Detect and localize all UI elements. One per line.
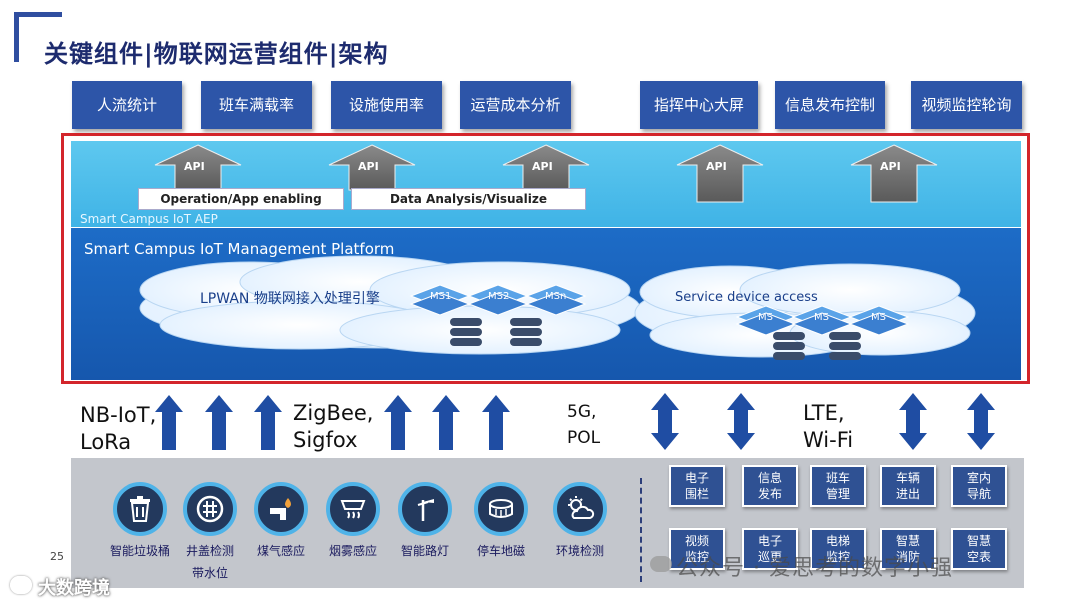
service-box-vehicle-access: 车辆进出 <box>880 465 936 507</box>
service-box-smart-meter: 智慧空表 <box>951 528 1007 570</box>
wechat-watermark: 公众号 · 爱思考的数字小强 <box>676 556 953 581</box>
manhole-icon <box>183 482 237 536</box>
service-box-info-publish: 信息发布 <box>742 465 798 507</box>
tech-lora: LoRa <box>80 430 132 454</box>
operation-app-enabling-bar: Operation/App enabling <box>138 188 344 210</box>
service-box-bus-management: 班车管理 <box>810 465 866 507</box>
tech-lte: LTE, <box>803 401 845 425</box>
tech-5g: 5G, <box>567 402 597 422</box>
smoke-icon <box>326 482 380 536</box>
tech-sigfox: Sigfox <box>293 428 358 452</box>
api-label-5: API <box>880 160 901 173</box>
sensor-label-gas: 煤气感应 <box>256 544 305 558</box>
data-analysis-bar: Data Analysis/Visualize <box>351 188 586 210</box>
app-box-command-center: 指挥中心大屏 <box>640 81 758 129</box>
aep-label: Smart Campus IoT AEP <box>80 212 218 226</box>
app-box-video-polling: 视频监控轮询 <box>911 81 1022 129</box>
ms-stack-right <box>735 305 910 360</box>
api-label-1: API <box>184 160 205 173</box>
platform-highlight-frame <box>61 133 1030 384</box>
title-bracket <box>14 12 62 62</box>
sensor-label-environment: 环境检测 <box>555 544 604 558</box>
service-box-e-fence: 电子围栏 <box>669 465 725 507</box>
app-box-people-count: 人流统计 <box>72 81 182 129</box>
app-box-operating-cost: 运营成本分析 <box>460 81 571 129</box>
api-label-3: API <box>532 160 553 173</box>
ms-stack-left <box>409 284 587 346</box>
service-box-indoor-nav: 室内导航 <box>951 465 1007 507</box>
api-arrow-5 <box>850 144 938 203</box>
sensor-label-water-level: 带水位 <box>191 566 228 580</box>
device-divider <box>640 478 642 582</box>
tech-lte-wifi: LTE, Wi-Fi <box>803 400 853 454</box>
service-box-smart-fire: 智慧消防 <box>880 528 936 570</box>
weather-icon <box>553 482 607 536</box>
tech-wifi: Wi-Fi <box>803 428 854 452</box>
ms-right-label-3: MS <box>871 312 886 323</box>
parking-sensor-icon <box>474 482 528 536</box>
api-label-2: API <box>358 160 379 173</box>
gas-icon <box>254 482 308 536</box>
tech-5g-pol: 5G, POL <box>567 399 600 451</box>
lpwan-engine-label: LPWAN 物联网接入处理引擎 <box>200 291 380 307</box>
service-box-e-patrol: 电子巡更 <box>742 528 798 570</box>
msn-label: MSn <box>545 291 567 302</box>
wechat-icon <box>650 556 672 572</box>
streetlight-icon <box>398 482 452 536</box>
api-arrow-4 <box>676 144 764 203</box>
brand-logo-icon <box>10 576 32 594</box>
bidirectional-arrows <box>651 393 995 450</box>
sensor-label-parking: 停车地磁 <box>476 544 525 558</box>
management-platform-label: Smart Campus IoT Management Platform <box>84 240 395 258</box>
app-box-facility-usage: 设施使用率 <box>331 81 442 129</box>
sensor-label-streetlight: 智能路灯 <box>400 544 449 558</box>
ms1-label: MS1 <box>430 291 452 302</box>
tech-zigbee: ZigBee, <box>293 401 374 425</box>
ms2-label: MS2 <box>488 291 510 302</box>
page-title: 关键组件|物联网运营组件|架构 <box>44 40 389 68</box>
tech-nb-iot-lora: NB-IoT, LoRa <box>80 402 156 456</box>
service-box-video-monitor: 视频监控 <box>669 528 725 570</box>
tech-zigbee-sigfox: ZigBee, Sigfox <box>293 400 373 454</box>
sensor-label-smoke: 烟雾感应 <box>328 544 377 558</box>
ms-right-label-2: MS <box>814 312 829 323</box>
tech-nb-iot: NB-IoT, <box>80 403 157 427</box>
api-label-4: API <box>706 160 727 173</box>
app-box-bus-load: 班车满载率 <box>201 81 312 129</box>
uplink-arrows <box>155 395 510 450</box>
tech-pol: POL <box>567 428 601 448</box>
ms-right-label-1: MS <box>758 312 773 323</box>
sensor-label-trash: 智能垃圾桶 <box>109 544 170 558</box>
brand-watermark: 大数跨境 <box>38 578 110 599</box>
trash-bin-icon <box>113 482 167 536</box>
sensor-label-manhole: 井盖检测 <box>185 544 234 558</box>
service-box-elevator-monitor: 电梯监控 <box>810 528 866 570</box>
page-number: 25 <box>50 550 64 563</box>
app-box-info-publish: 信息发布控制 <box>775 81 885 129</box>
service-device-access-label: Service device access <box>675 290 818 305</box>
